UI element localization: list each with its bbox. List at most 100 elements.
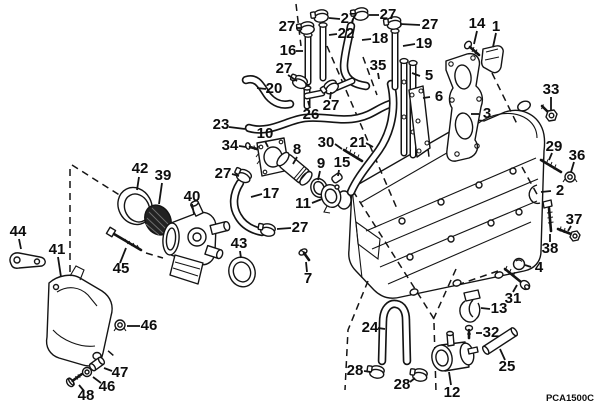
part-label-45: 45 xyxy=(113,260,130,277)
part-label-33: 33 xyxy=(543,81,560,98)
part-label-15: 15 xyxy=(334,154,351,171)
part-label-2: 2 xyxy=(556,182,564,199)
part-label-23: 23 xyxy=(213,116,230,133)
part-label-24: 24 xyxy=(362,319,379,336)
hose-21 xyxy=(346,79,398,197)
part-label-13: 13 xyxy=(491,300,508,317)
stud-38 xyxy=(542,199,554,233)
part-label-35: 35 xyxy=(370,57,387,74)
retainer-15 xyxy=(331,172,343,184)
lever-44 xyxy=(9,252,46,269)
hose-clamp-27 xyxy=(309,8,330,25)
part-label-41: 41 xyxy=(49,241,66,258)
screw-34 xyxy=(245,142,259,151)
part-label-39: 39 xyxy=(155,167,172,184)
tee-fitting-26 xyxy=(302,84,326,110)
inner-plate-6 xyxy=(408,85,431,158)
part-label-48: 48 xyxy=(78,387,95,404)
part-label-22: 22 xyxy=(338,25,355,42)
part-label-46: 46 xyxy=(99,378,116,395)
part-label-47: 47 xyxy=(112,364,129,381)
screw-48 xyxy=(65,372,83,388)
part-label-25: 25 xyxy=(499,358,516,375)
part-label-21: 21 xyxy=(350,134,367,151)
part-label-27: 27 xyxy=(380,6,397,23)
hose-23 xyxy=(244,99,395,134)
water-tube-25 xyxy=(481,327,519,355)
part-label-40: 40 xyxy=(184,188,201,205)
clamp-bracket-13 xyxy=(459,289,481,323)
thermostat-cover-11 xyxy=(320,183,342,214)
pump-housing-40 xyxy=(162,200,231,285)
part-label-26: 26 xyxy=(303,106,320,123)
tube-22 xyxy=(318,22,328,82)
part-label-27: 27 xyxy=(215,165,232,182)
screw-7 xyxy=(298,248,311,262)
part-label-27: 27 xyxy=(279,18,296,35)
part-label-19: 19 xyxy=(416,35,433,52)
part-label-4: 4 xyxy=(535,259,544,276)
part-label-27: 27 xyxy=(276,60,293,77)
part-label-43: 43 xyxy=(231,235,248,252)
mount-1 xyxy=(480,45,504,74)
part-label-34: 34 xyxy=(222,137,239,154)
stud-29 xyxy=(539,156,563,174)
bolt-33 xyxy=(540,104,558,122)
nut-46-upper xyxy=(113,319,127,332)
part-label-10: 10 xyxy=(257,125,274,142)
hose-17 xyxy=(229,178,267,237)
part-label-44: 44 xyxy=(10,223,27,240)
bracket-41 xyxy=(45,265,113,367)
bolt-45 xyxy=(105,226,143,252)
leader-lines xyxy=(18,14,575,392)
part-label-11: 11 xyxy=(295,195,311,212)
part-callouts: 1 2 3 4 5 6 7 8 9 10 11 12 13 14 15 16 1… xyxy=(10,6,586,404)
nut-36 xyxy=(562,171,578,183)
part-label-27: 27 xyxy=(422,16,439,33)
part-label-9: 9 xyxy=(317,155,325,172)
spacer-47 xyxy=(88,356,106,372)
part-label-42: 42 xyxy=(132,160,149,177)
part-label-18: 18 xyxy=(372,30,389,47)
screw-32 xyxy=(464,324,474,340)
washer-46-lower xyxy=(81,366,93,378)
part-label-8: 8 xyxy=(293,141,301,158)
part-label-37: 37 xyxy=(566,211,583,228)
hose-18 xyxy=(339,21,371,91)
part-label-1: 1 xyxy=(492,18,500,35)
hose-24 xyxy=(377,299,412,366)
hose-20 xyxy=(241,74,295,109)
oring-43 xyxy=(228,256,256,288)
tube-16 xyxy=(303,32,313,86)
part-label-16: 16 xyxy=(280,42,297,59)
part-label-30: 30 xyxy=(318,134,335,151)
exhaust-gasket-3 xyxy=(445,52,484,162)
part-label-28: 28 xyxy=(394,376,411,393)
part-label-3: 3 xyxy=(483,105,491,122)
part-label-7: 7 xyxy=(304,270,312,287)
check-valve-12 xyxy=(431,330,479,372)
part-label-28: 28 xyxy=(347,362,364,379)
part-label-5: 5 xyxy=(425,67,433,84)
part-label-14: 14 xyxy=(469,15,486,32)
part-label-12: 12 xyxy=(444,384,461,401)
thermostat-8 xyxy=(276,151,313,186)
stud-30 xyxy=(342,146,364,163)
clip-2 xyxy=(528,184,541,205)
exhaust-manifold-body xyxy=(336,100,546,299)
part-label-17: 17 xyxy=(263,185,280,202)
part-label-31: 31 xyxy=(505,290,522,307)
bolt-31 xyxy=(503,265,531,291)
part-label-32: 32 xyxy=(483,324,500,341)
part-label-27: 27 xyxy=(292,219,309,236)
part-label-38: 38 xyxy=(542,240,559,257)
bolt-37 xyxy=(556,226,581,242)
part-label-6: 6 xyxy=(435,88,443,105)
part-label-36: 36 xyxy=(569,147,586,164)
drawing-code: PCA1500C xyxy=(546,393,594,404)
part-label-46: 46 xyxy=(141,317,158,334)
plug-4 xyxy=(512,257,526,271)
part-label-29: 29 xyxy=(546,138,563,155)
part-label-27: 27 xyxy=(323,97,340,114)
